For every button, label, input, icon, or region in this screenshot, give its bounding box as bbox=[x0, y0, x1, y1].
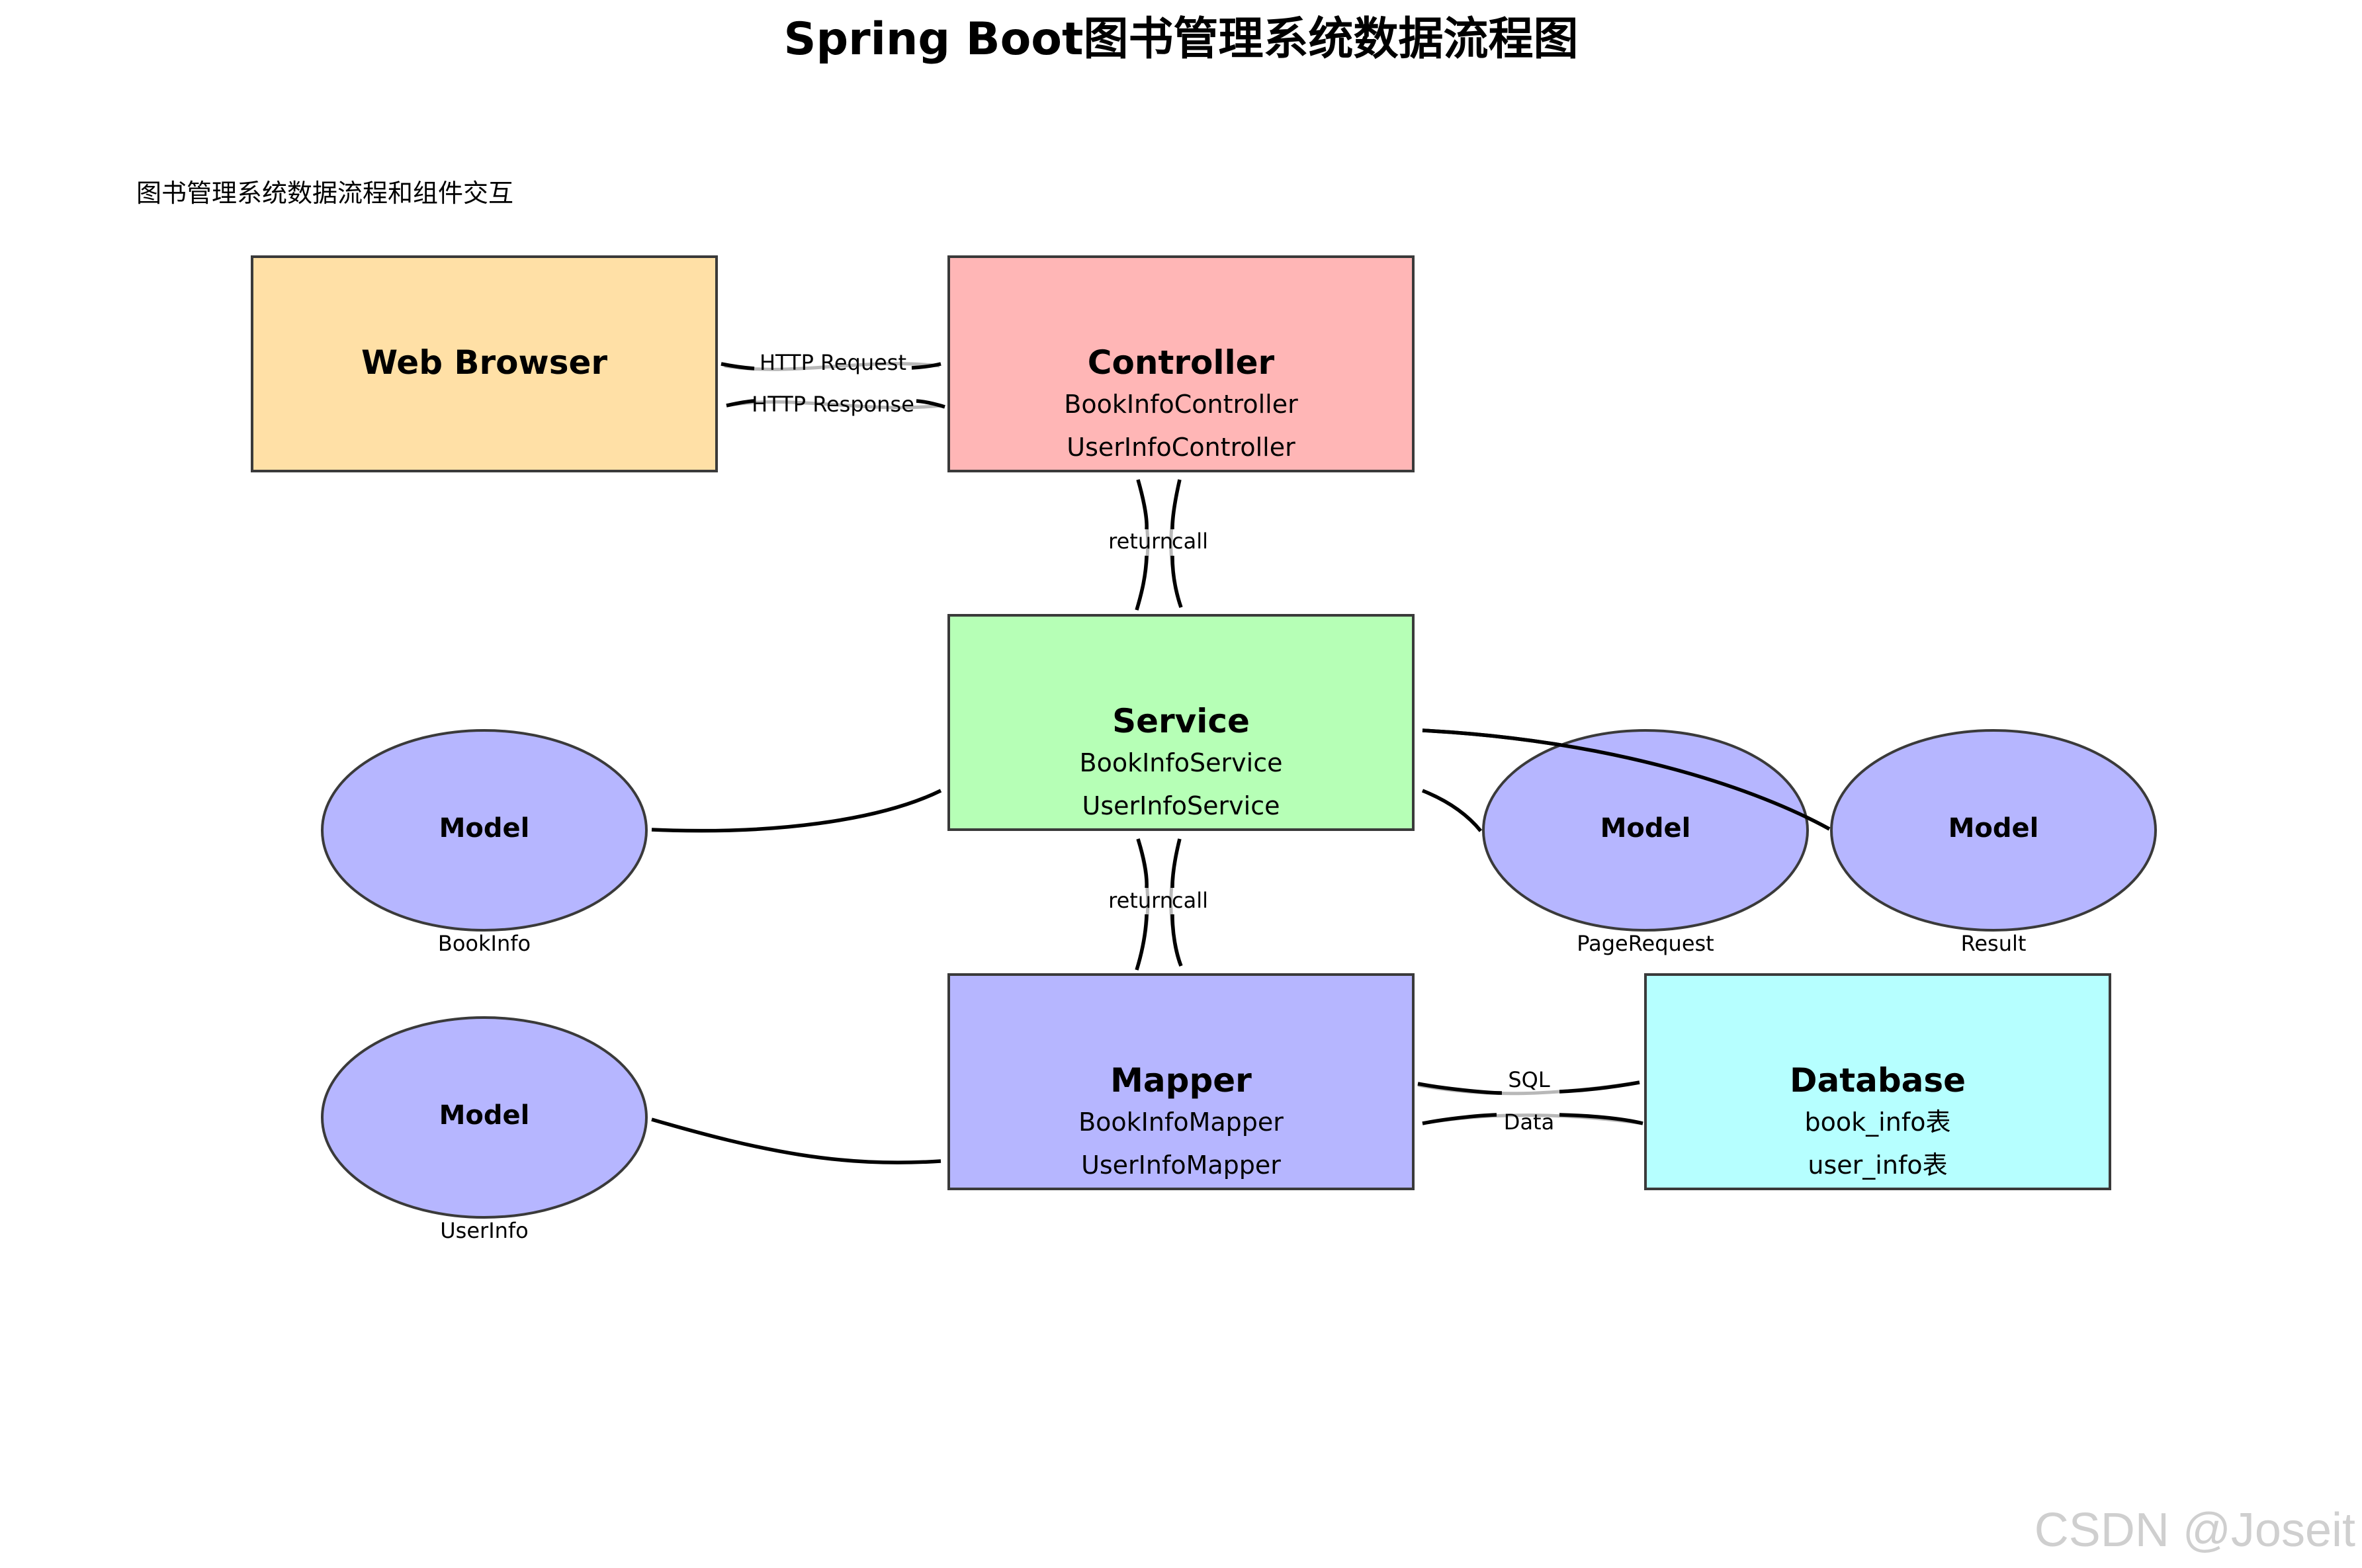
mapper-box-shape bbox=[947, 973, 1415, 1190]
mapper-title: Mapper bbox=[1110, 1061, 1252, 1100]
ctrl-service-return-top bbox=[1136, 479, 1149, 530]
controller-line-1: BookInfoController bbox=[1064, 390, 1298, 419]
mapper-line-2: UserInfoMapper bbox=[1081, 1151, 1281, 1180]
model-bookinfo-caption: BookInfo bbox=[438, 931, 531, 956]
mapper-box: Mapper BookInfoMapper UserInfoMapper bbox=[947, 973, 1415, 1190]
http-request-connector-end bbox=[911, 362, 941, 370]
http-request-label: HTTP Request bbox=[760, 350, 906, 375]
model-userinfo-title: Model bbox=[439, 1100, 530, 1131]
ctrl-service-return-bottom bbox=[1135, 555, 1149, 611]
service-title: Service bbox=[1112, 702, 1250, 740]
model-userinfo-shape bbox=[321, 1016, 648, 1219]
model-userinfo-caption: UserInfo bbox=[440, 1218, 529, 1243]
http-request-connector-start bbox=[721, 362, 755, 370]
ctrl-service-call-top bbox=[1170, 479, 1182, 530]
service-box-shape bbox=[947, 614, 1415, 831]
ctrl-service-call-bottom bbox=[1170, 555, 1183, 608]
sql-connector-start bbox=[1417, 1082, 1503, 1095]
service-line-2: UserInfoService bbox=[1082, 791, 1280, 820]
diagram-title: Spring Boot图书管理系统数据流程图 bbox=[783, 13, 1578, 65]
service-box: Service BookInfoService UserInfoService bbox=[947, 614, 1415, 831]
sql-label: SQL bbox=[1508, 1067, 1550, 1092]
http-response-connector-start bbox=[726, 399, 755, 408]
controller-box-shape bbox=[947, 255, 1415, 472]
http-response-label: HTTP Response bbox=[752, 392, 914, 417]
data-label: Data bbox=[1504, 1110, 1554, 1135]
model-pagerequest-title: Model bbox=[1600, 813, 1691, 844]
ctrl-service-return-label: return bbox=[1108, 529, 1173, 554]
database-title: Database bbox=[1790, 1061, 1966, 1100]
model-result: Model Result bbox=[1830, 729, 2157, 956]
model-bookinfo: Model BookInfo bbox=[321, 729, 648, 956]
diagram-subtitle: 图书管理系统数据流程和组件交互 bbox=[136, 179, 513, 208]
watermark: CSDN @Joseit bbox=[2034, 1504, 2355, 1557]
model-pagerequest-caption: PageRequest bbox=[1577, 931, 1714, 956]
model-bookinfo-shape bbox=[321, 729, 648, 932]
database-box: Database book_info表 user_info表 bbox=[1644, 973, 2111, 1190]
model-pagerequest-shape bbox=[1482, 729, 1809, 932]
web-browser-box: Web Browser bbox=[251, 255, 718, 472]
userinfo-model-connector bbox=[651, 1117, 941, 1164]
pagerequest-model-connector bbox=[1421, 789, 1483, 832]
sql-connector-end bbox=[1559, 1080, 1640, 1094]
database-line-1: book_info表 bbox=[1805, 1108, 1951, 1137]
service-line-1: BookInfoService bbox=[1080, 748, 1283, 777]
service-mapper-return-label: return bbox=[1108, 888, 1173, 913]
bookinfo-model-connector bbox=[651, 789, 942, 833]
data-connector-start bbox=[1422, 1113, 1497, 1125]
mapper-line-1: BookInfoMapper bbox=[1078, 1108, 1284, 1137]
model-userinfo: Model UserInfo bbox=[321, 1016, 648, 1243]
model-result-title: Model bbox=[1948, 813, 2039, 844]
web-browser-title: Web Browser bbox=[361, 343, 607, 382]
service-mapper-return-bottom bbox=[1135, 914, 1149, 971]
model-result-shape bbox=[1830, 729, 2157, 932]
data-connector-end bbox=[1559, 1113, 1643, 1125]
ctrl-service-call-label: call bbox=[1172, 529, 1208, 554]
model-bookinfo-title: Model bbox=[439, 813, 530, 844]
model-pagerequest: Model PageRequest bbox=[1482, 729, 1809, 956]
service-mapper-call-bottom bbox=[1170, 914, 1183, 967]
web-browser-box-shape bbox=[251, 255, 718, 472]
service-mapper-call-top bbox=[1170, 838, 1182, 889]
service-mapper-return-top bbox=[1136, 838, 1149, 889]
result-model-connector-overlay bbox=[1422, 728, 1831, 831]
http-response-connector-end bbox=[916, 399, 945, 409]
model-result-caption: Result bbox=[1961, 931, 2027, 956]
controller-line-2: UserInfoController bbox=[1067, 433, 1295, 462]
controller-box: Controller BookInfoController UserInfoCo… bbox=[947, 255, 1415, 472]
service-mapper-call-label: call bbox=[1172, 888, 1208, 913]
database-box-shape bbox=[1644, 973, 2111, 1190]
database-line-2: user_info表 bbox=[1808, 1151, 1947, 1180]
controller-title: Controller bbox=[1088, 343, 1275, 382]
